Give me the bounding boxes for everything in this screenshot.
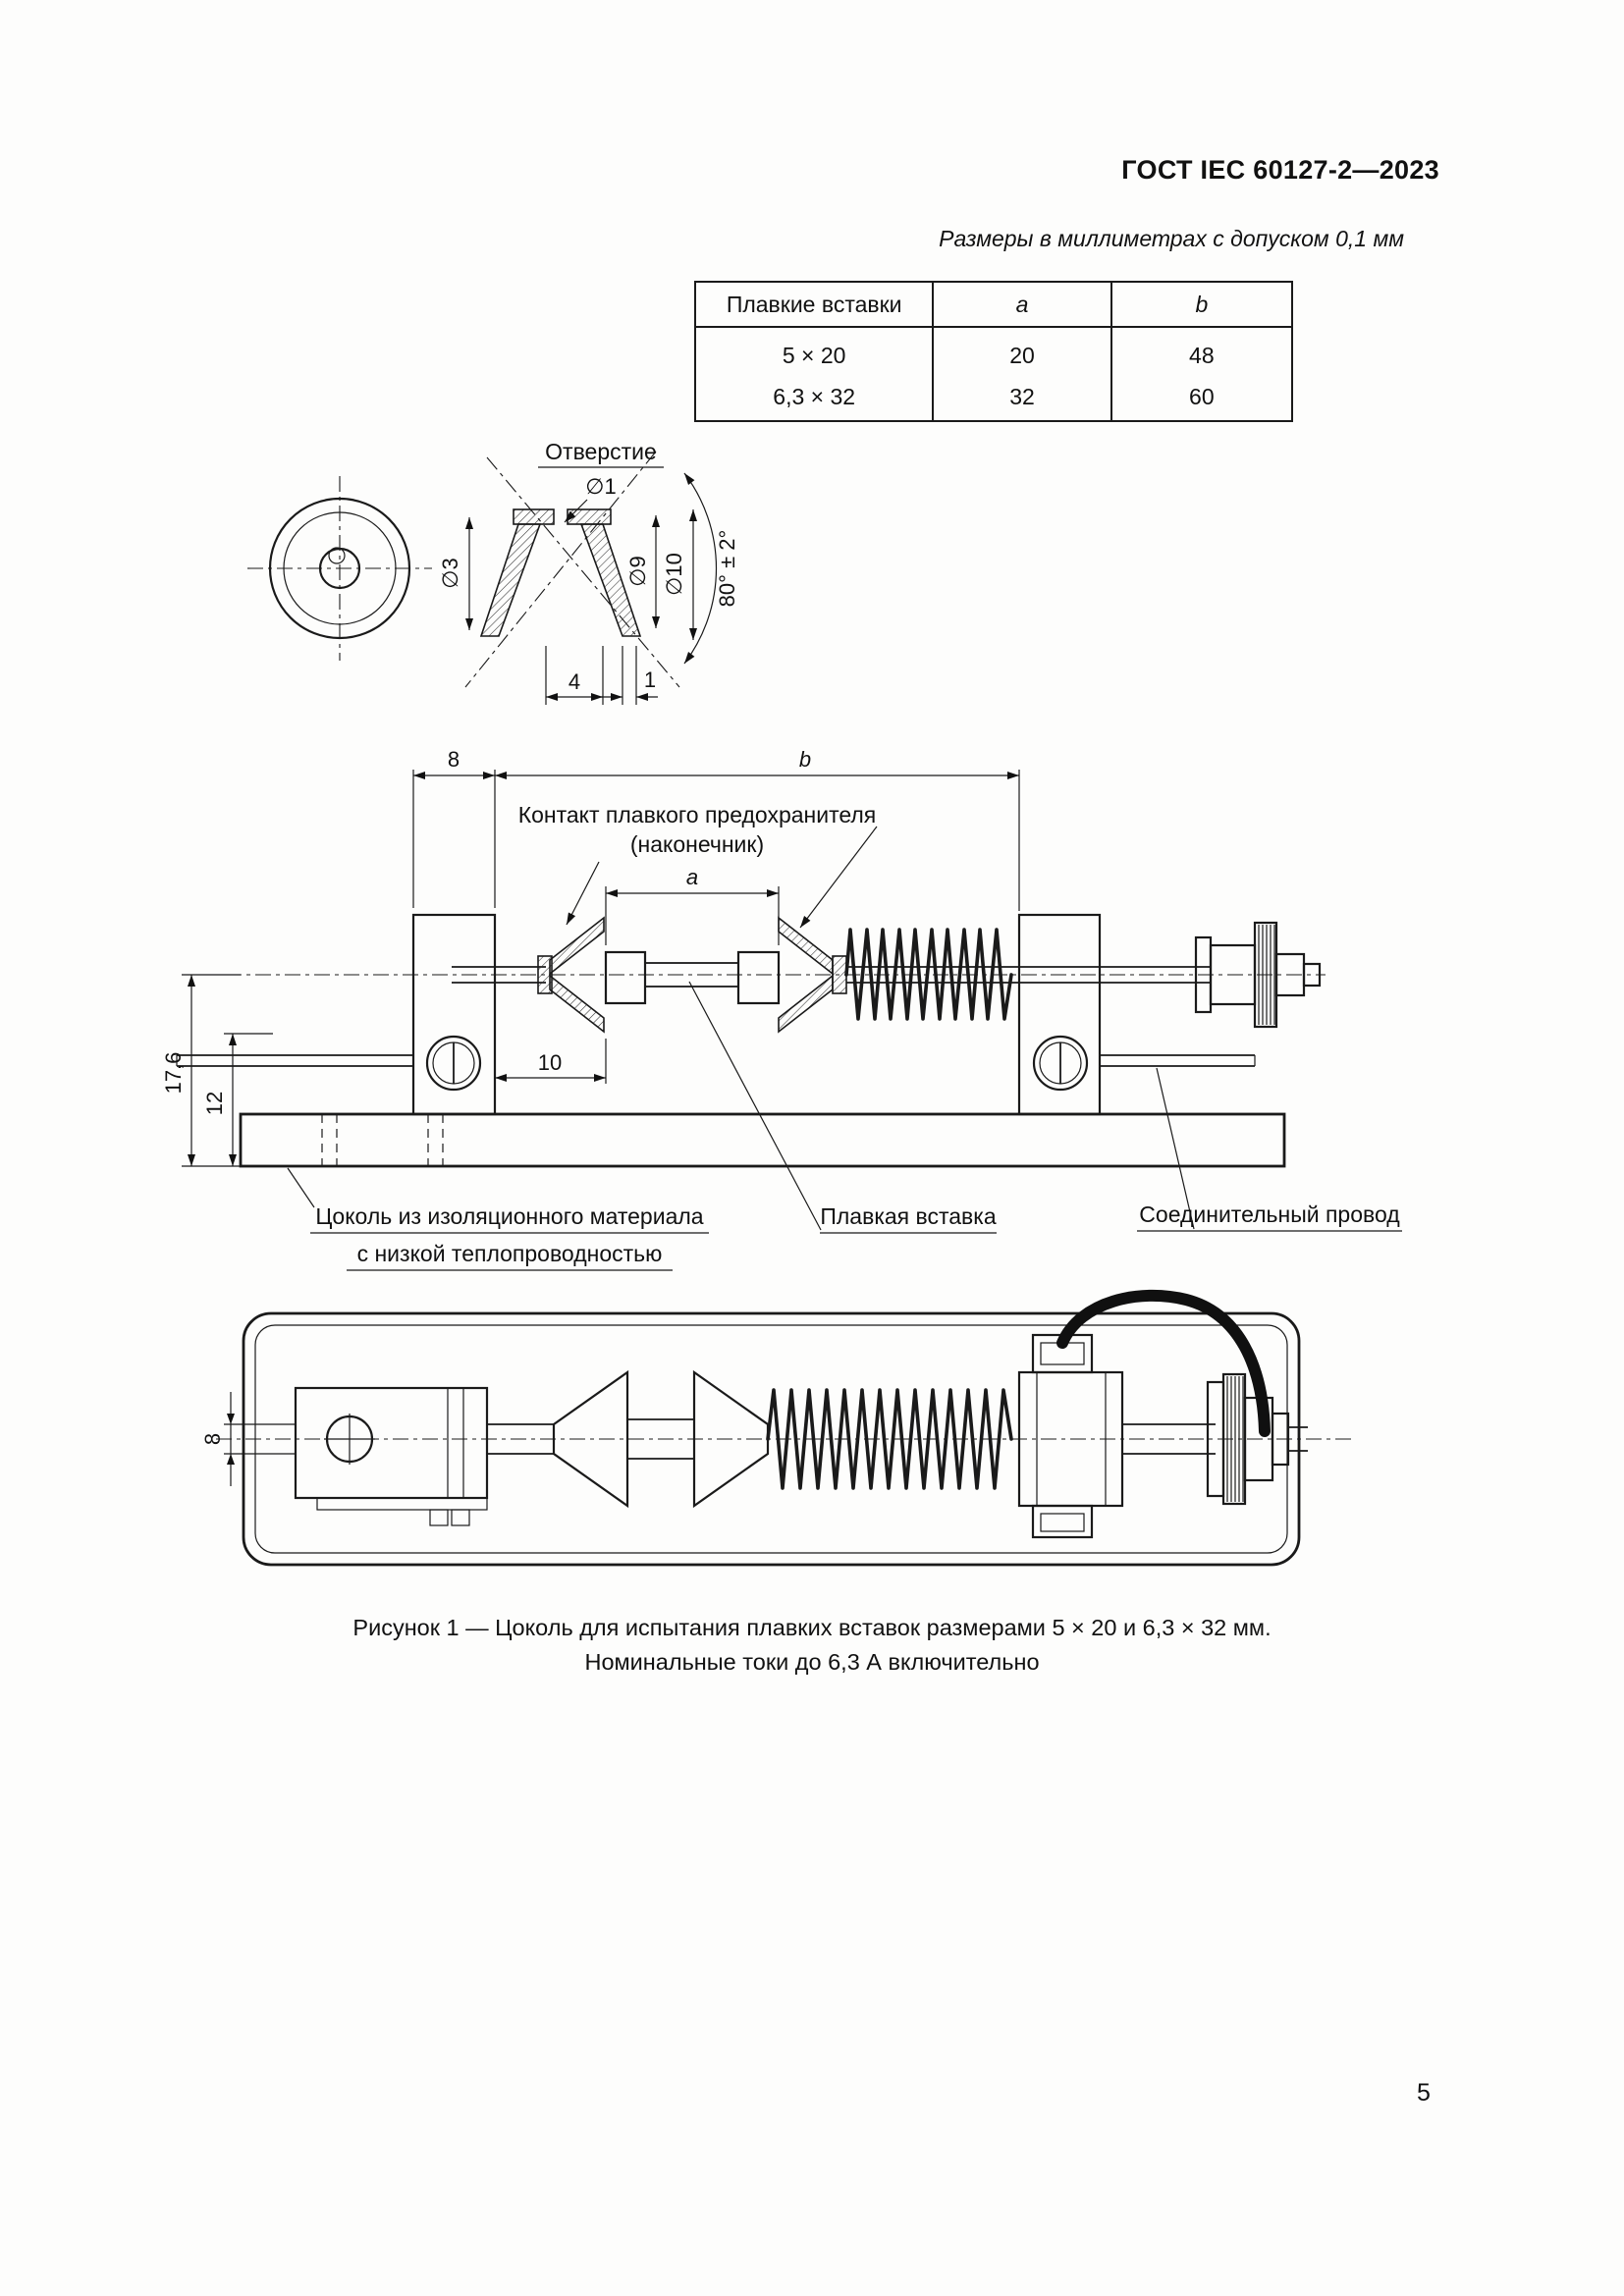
assembly-top-view: 8 <box>200 1289 1355 1567</box>
left-terminal-screw <box>425 1035 482 1092</box>
contact-front-view <box>247 476 432 661</box>
base-label-line1: Цоколь из изоляционного материала <box>315 1203 703 1229</box>
connecting-wire-black <box>1056 1289 1271 1437</box>
figure-caption-line2: Номинальные токи до 6,3 А включительно <box>584 1649 1040 1675</box>
dim-17-6-label: 17,6 <box>161 1052 186 1095</box>
cell-b: 60 <box>1110 374 1294 421</box>
contact-section-view <box>464 451 680 688</box>
col-header-b: b <box>1110 281 1294 328</box>
figure-caption: Рисунок 1 — Цоколь для испытания плавких… <box>20 1611 1604 1680</box>
figure-caption-line1: Рисунок 1 — Цоколь для испытания плавких… <box>352 1615 1272 1640</box>
fuse-size-table: Плавкие вставки a b 5 × 20 20 48 6,3 × 3… <box>693 281 1294 422</box>
base-label-line2: с низкой теплопроводностью <box>357 1241 663 1266</box>
dia1-label: ∅1 <box>585 474 616 499</box>
right-post <box>1017 913 1102 1116</box>
angle-label: 80° ± 2° <box>715 530 739 608</box>
top-dim-8-label: 8 <box>200 1433 225 1445</box>
contact-label-line1: Контакт плавкого предохранителя <box>518 802 877 828</box>
fuse-link <box>604 950 781 1005</box>
page-number: 5 <box>1417 2079 1431 2107</box>
dia10-label: ∅10 <box>662 553 686 596</box>
dia9-label: ∅9 <box>625 556 650 586</box>
right-block-top <box>1017 1333 1124 1539</box>
adjusting-knob <box>1194 921 1322 1029</box>
table-row: 6,3 × 32 32 60 <box>693 374 1294 421</box>
hole-label: Отверстие <box>545 439 657 464</box>
dim-a-label: a <box>686 865 698 889</box>
contact-rod <box>846 966 1211 984</box>
fuse-label: Плавкая вставка <box>820 1203 996 1229</box>
dim-10-label: 10 <box>538 1050 562 1075</box>
hole-detail-drawing: Отверстие ∅1 ∅3 ∅9 ∅10 80° ± 2° 4 <box>247 439 739 705</box>
cell-size: 5 × 20 <box>693 327 935 374</box>
dimension-note: Размеры в миллиметрах с допуском 0,1 мм <box>939 226 1404 251</box>
adjusting-knob-top <box>1122 1372 1308 1506</box>
dia3-label: ∅3 <box>438 558 462 588</box>
table-row: 5 × 20 20 48 <box>693 327 1294 374</box>
spring-top <box>766 1388 1013 1490</box>
assembly-dimensions: 8 b a 17,6 12 10 <box>161 747 1020 1167</box>
left-wire <box>176 1054 413 1067</box>
spring <box>844 928 1013 1021</box>
cell-size: 6,3 × 32 <box>693 374 935 421</box>
cell-b: 48 <box>1110 327 1294 374</box>
dim-b-label: b <box>799 747 811 772</box>
dim-12-label: 12 <box>202 1092 227 1115</box>
base-plate <box>239 1112 1286 1168</box>
table-header-row: Плавкие вставки a b <box>693 281 1294 328</box>
rim-dim-label: 1 <box>644 667 656 692</box>
left-post <box>411 913 497 1116</box>
right-wire <box>1100 1054 1256 1067</box>
assembly-side-view: 8 b a 17,6 12 10 Контакт пл <box>161 747 1402 1271</box>
document-header: ГОСТ IEC 60127-2—2023 <box>1121 155 1439 185</box>
depth-dim-label: 4 <box>568 669 580 694</box>
dim-8-label: 8 <box>448 747 460 772</box>
cell-a: 32 <box>932 374 1112 421</box>
left-block-top <box>294 1386 489 1526</box>
fuse-holder-top <box>487 1369 770 1509</box>
col-header-fuse-links: Плавкие вставки <box>693 281 935 328</box>
col-header-a: a <box>932 281 1112 328</box>
hole-detail-dimensions: Отверстие ∅1 ∅3 ∅9 ∅10 80° ± 2° 4 <box>438 439 739 705</box>
assembly-callouts: Контакт плавкого предохранителя (наконеч… <box>287 802 1402 1271</box>
left-contact <box>452 916 605 1034</box>
wire-label: Соединительный провод <box>1139 1201 1400 1227</box>
top-view-dimension-8: 8 <box>200 1392 297 1486</box>
cell-a: 20 <box>932 327 1112 374</box>
right-terminal-screw <box>1032 1035 1089 1092</box>
contact-label-line2: (наконечник) <box>630 831 764 857</box>
